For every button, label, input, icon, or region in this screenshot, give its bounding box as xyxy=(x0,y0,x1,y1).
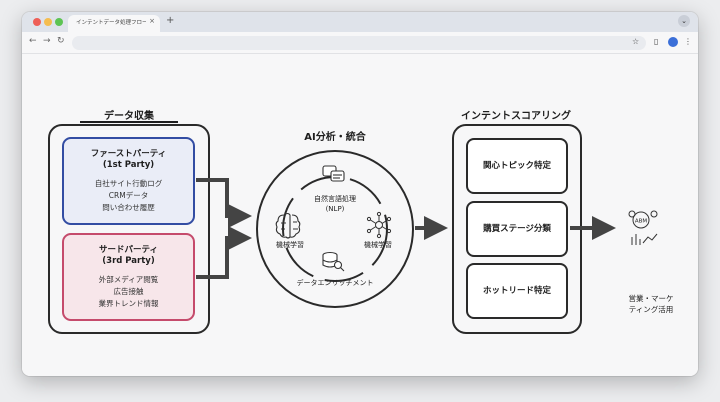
abm-target-icon xyxy=(628,210,658,245)
first-party-box: ファーストパーティ (1st Party) 自社サイト行動ログ CRMデータ 問… xyxy=(62,137,195,225)
scoring-item: ホットリード特定 xyxy=(466,263,568,319)
neural-network-icon xyxy=(366,211,392,239)
browser-window: インテントデータ処理フロー × + ⌄ ← → ↻ ☆ ▯ ⋮ データ収集 ファ… xyxy=(22,12,698,376)
enrichment-label: データエンリッチメント xyxy=(296,279,374,287)
scoring-heading: インテントスコアリング xyxy=(461,111,571,122)
tab-close-icon[interactable]: × xyxy=(149,17,155,25)
new-tab-button[interactable]: + xyxy=(166,15,175,26)
third-party-item: 広告接触 xyxy=(113,287,144,296)
output-label-line-1: 営業・マーケ xyxy=(628,294,674,303)
minimize-window-button[interactable] xyxy=(44,18,52,26)
collection-heading: データ収集 xyxy=(104,111,154,122)
collection-heading-underline xyxy=(80,121,178,123)
diagram-graphics: ABM xyxy=(196,165,658,282)
output-label-line-2: ティング活用 xyxy=(628,305,674,314)
maximize-window-button[interactable] xyxy=(55,18,63,26)
first-party-item: 自社サイト行動ログ xyxy=(94,179,163,188)
address-bar[interactable] xyxy=(72,36,646,50)
scoring-item: 購買ステージ分類 xyxy=(466,201,568,257)
tab-search-button[interactable]: ⌄ xyxy=(678,15,690,27)
reload-button[interactable]: ↻ xyxy=(57,36,65,46)
arrow-first-party-to-ai xyxy=(196,178,252,228)
ai-circle xyxy=(256,150,414,308)
side-panel-icon[interactable]: ▯ xyxy=(654,37,659,46)
arrow-third-party-to-ai xyxy=(196,226,252,279)
tab-strip: インテントデータ処理フロー × + ⌄ xyxy=(22,12,698,32)
ml-left-label: 機械学習 xyxy=(276,241,304,249)
scoring-item: 関心トピック特定 xyxy=(466,138,568,194)
ai-heading: AI分析・統合 xyxy=(304,132,366,143)
ml-right-label: 機械学習 xyxy=(364,241,392,249)
third-party-title: サードパーティ xyxy=(99,245,158,255)
first-party-subtitle: (1st Party) xyxy=(102,160,155,170)
chat-bubbles-icon xyxy=(322,165,345,182)
abm-badge-text: ABM xyxy=(635,219,648,225)
tab-active[interactable]: インテントデータ処理フロー × xyxy=(68,15,160,32)
forward-button[interactable]: → xyxy=(43,36,51,46)
profile-avatar[interactable] xyxy=(668,37,678,47)
browser-toolbar: ← → ↻ ☆ ▯ ⋮ xyxy=(22,32,698,54)
third-party-item: 業界トレンド情報 xyxy=(98,299,159,308)
nlp-label-sub: (NLP) xyxy=(325,205,345,213)
first-party-title: ファーストパーティ xyxy=(90,149,167,159)
back-button[interactable]: ← xyxy=(29,36,37,46)
output-label: 営業・マーケ ティング活用 xyxy=(618,293,684,315)
first-party-item: 問い合わせ履歴 xyxy=(102,203,155,212)
browser-menu-icon[interactable]: ⋮ xyxy=(684,37,692,46)
nlp-label: 自然言語処理 xyxy=(314,195,356,203)
tab-title: インテントデータ処理フロー xyxy=(76,20,146,26)
page-content: データ収集 ファーストパーティ (1st Party) 自社サイト行動ログ CR… xyxy=(22,55,698,376)
bookmark-star-icon[interactable]: ☆ xyxy=(632,37,640,46)
close-window-button[interactable] xyxy=(33,18,41,26)
brain-icon xyxy=(275,212,301,239)
database-search-icon xyxy=(322,251,345,272)
third-party-item: 外部メディア閲覧 xyxy=(98,275,159,284)
first-party-item: CRMデータ xyxy=(108,191,149,200)
third-party-box: サードパーティ (3rd Party) 外部メディア閲覧 広告接触 業界トレンド… xyxy=(62,233,195,321)
collection-frame xyxy=(48,124,210,334)
third-party-subtitle: (3rd Party) xyxy=(102,256,155,266)
